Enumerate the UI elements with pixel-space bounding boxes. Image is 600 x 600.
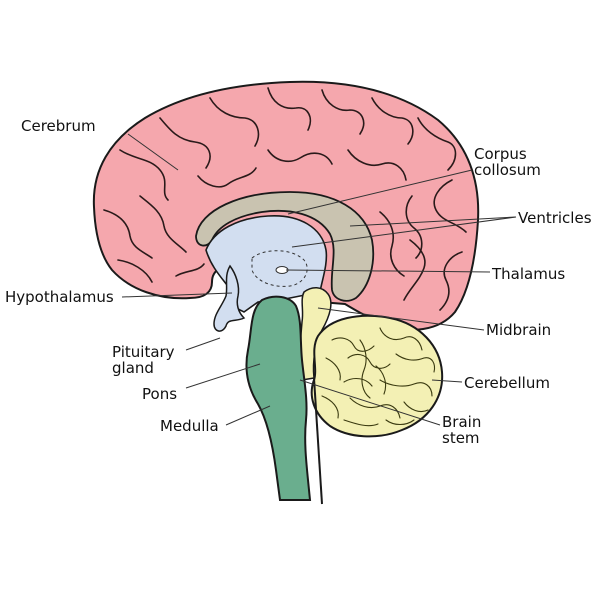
thalamus-outline	[251, 250, 308, 287]
label-corpus-collosum-line1: Corpus	[474, 145, 527, 163]
label-pituitary-gland-line2: gland	[112, 359, 154, 377]
spinal-cord-edge	[313, 377, 323, 505]
hypothalamus-shape	[213, 264, 246, 332]
label-medulla: Medulla	[160, 417, 219, 435]
label-corpus-collosum-line2: collosum	[474, 161, 541, 179]
label-pons: Pons	[142, 385, 178, 403]
label-cerebellum: Cerebellum	[464, 374, 550, 392]
label-brain-stem-line1: Brain	[442, 413, 482, 431]
label-thalamus: Thalamus	[492, 265, 566, 283]
label-ventricles: Ventricles	[518, 209, 592, 227]
label-pituitary-gland-line1: Pituitary	[112, 343, 175, 361]
brain-stem-shape	[245, 295, 312, 501]
cerebrum-gyri	[103, 87, 467, 311]
label-hypothalamus: Hypothalamus	[5, 288, 114, 306]
cerebellum-shape	[310, 314, 444, 438]
label-brain-stem-line2: stem	[442, 429, 480, 447]
corpus-collosum-shape	[195, 191, 375, 302]
label-cerebrum: Cerebrum	[21, 117, 96, 135]
leader-lines	[121, 133, 517, 426]
label-midbrain: Midbrain	[486, 321, 552, 339]
